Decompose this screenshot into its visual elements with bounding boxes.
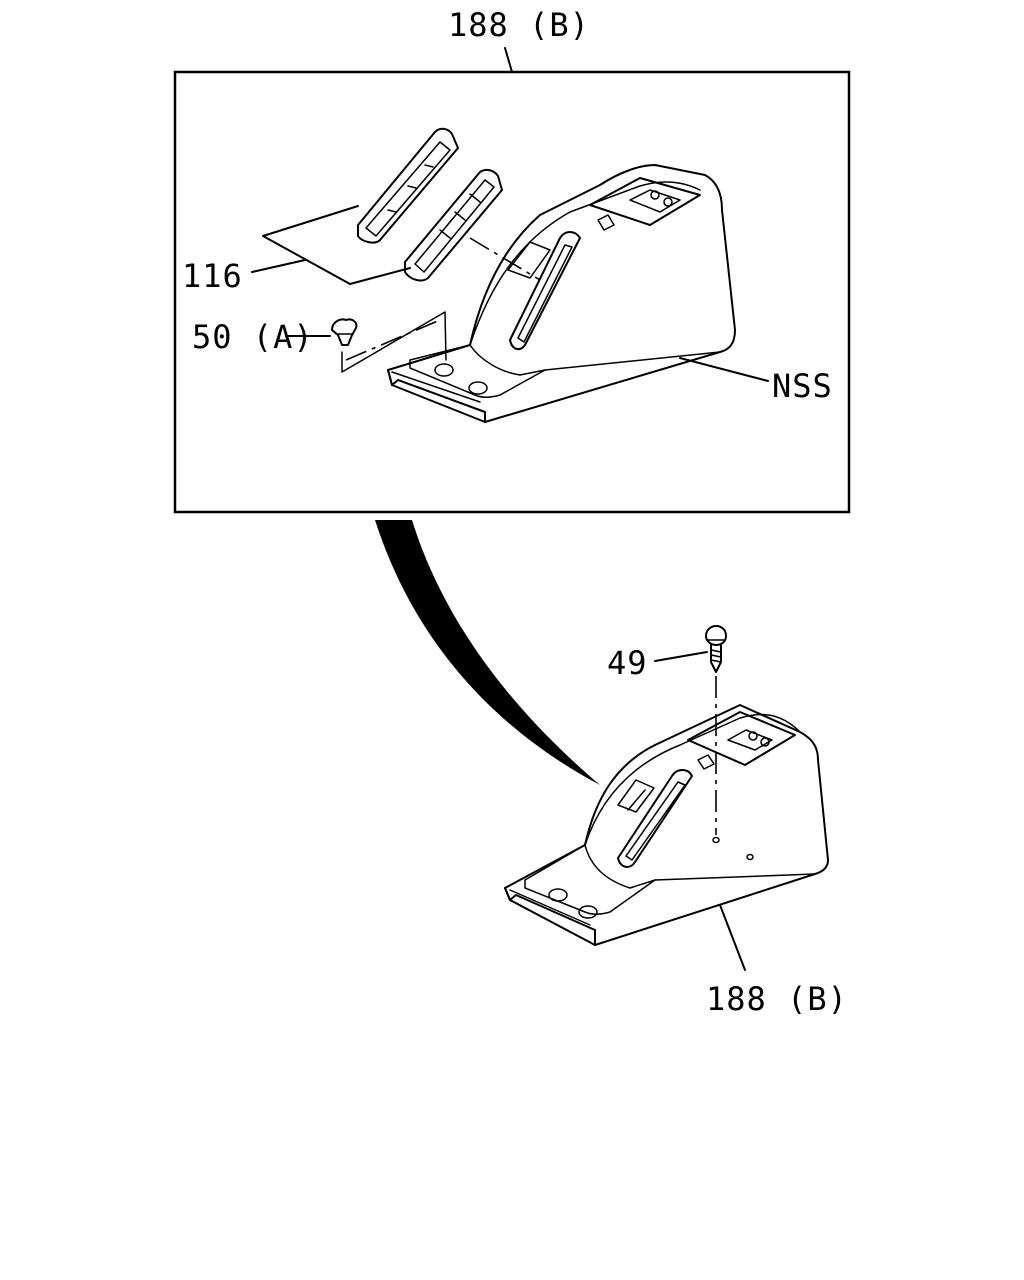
leader-nss <box>679 357 769 382</box>
callout-188b-bottom: 188 (B) <box>706 980 848 1018</box>
console-bottom <box>504 704 829 946</box>
callout-50a: 50 (A) <box>192 318 314 356</box>
detail-frame <box>173 70 851 514</box>
leader-49 <box>654 651 708 662</box>
callout-116: 116 <box>182 257 243 295</box>
callout-188b-top: 188 (B) <box>448 6 590 44</box>
clip-50a <box>331 318 358 346</box>
shift-plate-inner <box>404 168 503 282</box>
screw-49 <box>705 625 727 673</box>
leader-116 <box>251 205 411 285</box>
leader-188b-top <box>504 47 513 73</box>
centerline-plates <box>469 237 541 281</box>
console-top <box>387 164 736 423</box>
shift-plate-outer <box>357 127 459 244</box>
clip-alignment <box>341 311 447 373</box>
callout-49: 49 <box>607 644 648 682</box>
callout-nss: NSS <box>772 367 833 405</box>
leader-188b-bottom <box>719 904 746 971</box>
assembly-arrow <box>375 520 600 785</box>
